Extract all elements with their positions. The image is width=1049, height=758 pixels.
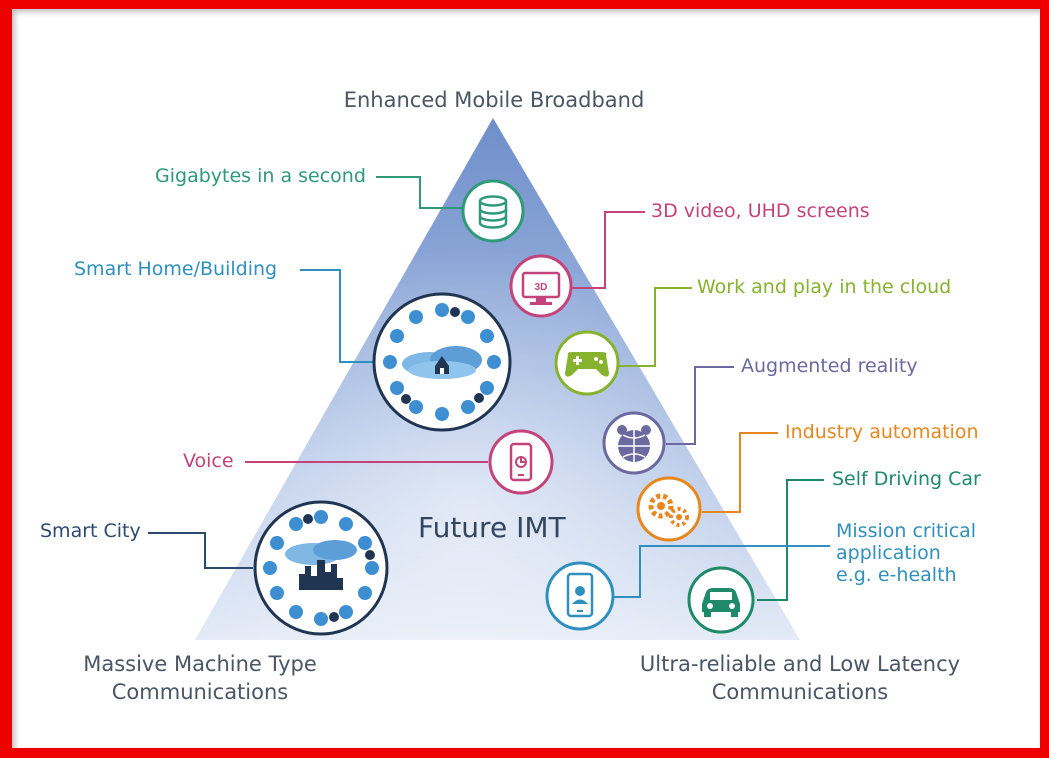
mission-label-line3: e.g. e-health bbox=[836, 564, 957, 586]
database-icon bbox=[461, 179, 525, 243]
mission-label-line1: Mission critical bbox=[836, 520, 977, 542]
bottom-left-label-line1: Massive Machine Type bbox=[83, 652, 317, 676]
gigabytes-connector bbox=[376, 176, 462, 209]
bottom-right-label: Ultra-reliable and Low Latency Communica… bbox=[600, 650, 1000, 706]
smart-city-label: Smart City bbox=[40, 520, 141, 542]
smart-home-label: Smart Home/Building bbox=[74, 258, 278, 280]
smartphone-icon bbox=[488, 429, 554, 495]
svg-text:3D: 3D bbox=[535, 282, 548, 293]
3d-tv-icon: 3D bbox=[509, 254, 573, 318]
smart-city-connector bbox=[148, 532, 253, 569]
bottom-left-label-line2: Communications bbox=[111, 680, 289, 704]
video-connector bbox=[572, 211, 645, 289]
mission-connector bbox=[614, 545, 830, 598]
voice-label: Voice bbox=[183, 450, 234, 472]
ar-label: Augmented reality bbox=[741, 355, 918, 377]
cloud-label: Work and play in the cloud bbox=[697, 276, 952, 298]
mission-label-line2: application bbox=[836, 542, 941, 564]
cloud-connector bbox=[618, 287, 692, 367]
industry-connector bbox=[702, 432, 778, 513]
ar-connector bbox=[666, 366, 734, 445]
car-connector bbox=[757, 479, 824, 601]
smart-home-cloud-icon bbox=[372, 292, 512, 432]
augmented-reality-globe-icon bbox=[602, 411, 666, 475]
gamepad-icon bbox=[554, 330, 620, 396]
industry-label: Industry automation bbox=[785, 421, 979, 443]
gigabytes-label: Gigabytes in a second bbox=[155, 165, 366, 187]
mission-label: Mission critical application e.g. e-heal… bbox=[836, 520, 976, 586]
car-label: Self Driving Car bbox=[832, 468, 981, 490]
bottom-left-label: Massive Machine Type Communications bbox=[40, 650, 360, 706]
e-health-phone-icon bbox=[545, 561, 615, 631]
video-label: 3D video, UHD screens bbox=[651, 200, 870, 222]
top-label: Enhanced Mobile Broadband bbox=[343, 88, 645, 112]
car-icon bbox=[687, 566, 755, 634]
bottom-right-label-line1: Ultra-reliable and Low Latency bbox=[639, 652, 961, 676]
bottom-right-label-line2: Communications bbox=[711, 680, 889, 704]
smart-home-connector bbox=[300, 269, 374, 363]
center-label: Future IMT bbox=[418, 511, 566, 544]
smart-city-icon bbox=[253, 500, 389, 636]
gears-icon bbox=[636, 476, 702, 542]
